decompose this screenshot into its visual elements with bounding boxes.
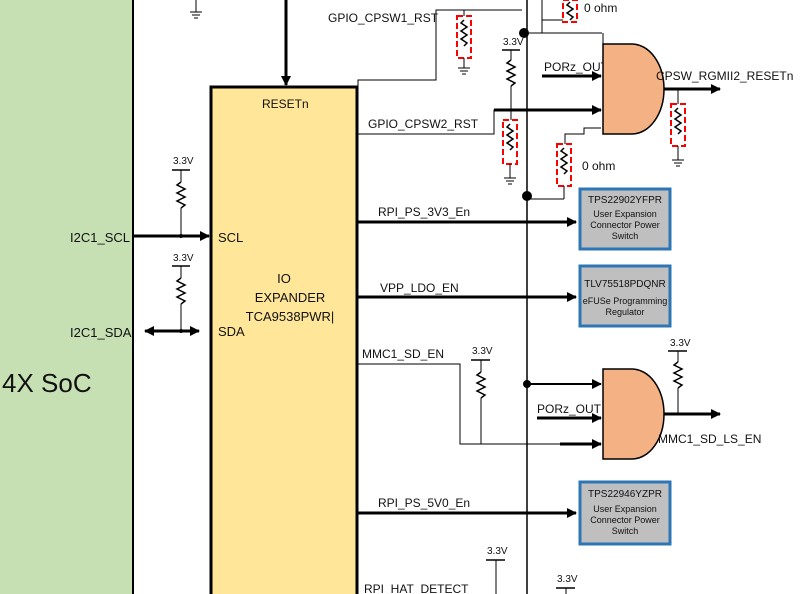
tps22946-desc2: Connector Power <box>590 515 660 525</box>
tps22902-device <box>578 187 672 251</box>
gpio-cpsw1-wire <box>357 9 522 87</box>
tlv75518-desc1: eFUSe Programming <box>583 296 668 306</box>
tlv75518-desc2: Regulator <box>605 307 644 317</box>
i2c-sda-label: I2C1_SDA <box>70 325 132 340</box>
scl-pullup-resistor <box>175 181 187 209</box>
gpio-cpsw1-label: GPIO_CPSW1_RST <box>328 11 439 25</box>
mmc1-ls-label: MMC1_SD_LS_EN <box>658 432 761 446</box>
rpi-ps-5v0-label: RPI_PS_5V0_En <box>378 496 470 510</box>
and2-pullup-resistor <box>672 361 684 389</box>
and-gate-cpsw <box>602 43 665 135</box>
tlv75518-device <box>578 264 672 328</box>
tps22946-device <box>578 480 672 546</box>
rpi-hat-label: RPI_HAT_DETECT <box>364 582 469 594</box>
scl-pin-label: SCL <box>218 230 243 245</box>
and2-pullup-supply: 3.3V <box>670 338 691 349</box>
mmc-pullup-resistor <box>475 371 487 399</box>
junction-dot-2 <box>522 191 532 201</box>
bottom-supply-1: 3.3V <box>487 546 508 557</box>
mmc-pullup-supply: 3.3V <box>472 346 493 357</box>
tps22946-part: TPS22946YZPR <box>588 489 662 500</box>
io-expander-block <box>209 85 359 594</box>
cpsw-reset-label: CPSW_RGMII2_RESETn <box>656 69 793 83</box>
expander-title-1: IO <box>277 271 291 286</box>
soc-label: 4X SoC <box>2 368 92 398</box>
soc-block <box>0 0 134 594</box>
mmc1-sd-wire <box>358 363 600 445</box>
zero-ohm-label-top: 0 ohm <box>584 1 617 15</box>
sda-pullup-resistor <box>175 277 187 305</box>
sda-pullup-supply: 3.3V <box>173 253 194 264</box>
sda-pin-label: SDA <box>218 324 245 339</box>
porz-out-label-2: PORz_OUT <box>537 402 602 416</box>
cpsw-pullup-resistor <box>505 59 517 87</box>
expander-title-2: EXPANDER <box>255 290 326 305</box>
mmc1-sd-label: MMC1_SD_EN <box>362 347 444 361</box>
scl-pullup-supply: 3.3V <box>173 156 194 167</box>
gpio-cpsw2-label: GPIO_CPSW2_RST <box>368 117 479 131</box>
rpi-ps-3v3-label: RPI_PS_3V3_En <box>378 205 470 219</box>
bottom-supply-2: 3.3V <box>557 574 578 585</box>
tps22902-desc3: Switch <box>612 231 639 241</box>
reset-pin-label: RESETn <box>262 97 309 111</box>
tps22902-part: TPS22902YFPR <box>588 195 662 206</box>
dnp-resistor-2 <box>502 119 518 165</box>
vpp-ldo-label: VPP_LDO_EN <box>380 281 459 295</box>
tps22946-desc1: User Expansion <box>593 504 657 514</box>
tps22902-desc1: User Expansion <box>593 209 657 219</box>
ground-icon <box>190 11 202 19</box>
tps22946-desc3: Switch <box>612 526 639 536</box>
and-gate-mmc <box>602 368 665 460</box>
tps22902-desc2: Connector Power <box>590 220 660 230</box>
porz-out-label-1: PORz_OUT <box>544 60 609 74</box>
expander-title-3: TCA9538PWR| <box>246 309 335 324</box>
cpsw-pullup-supply: 3.3V <box>503 37 524 48</box>
i2c-scl-label: I2C1_SCL <box>70 230 130 245</box>
zero-ohm-label-mid: 0 ohm <box>582 159 615 173</box>
tlv75518-part: TLV75518PDQNR <box>584 279 666 290</box>
